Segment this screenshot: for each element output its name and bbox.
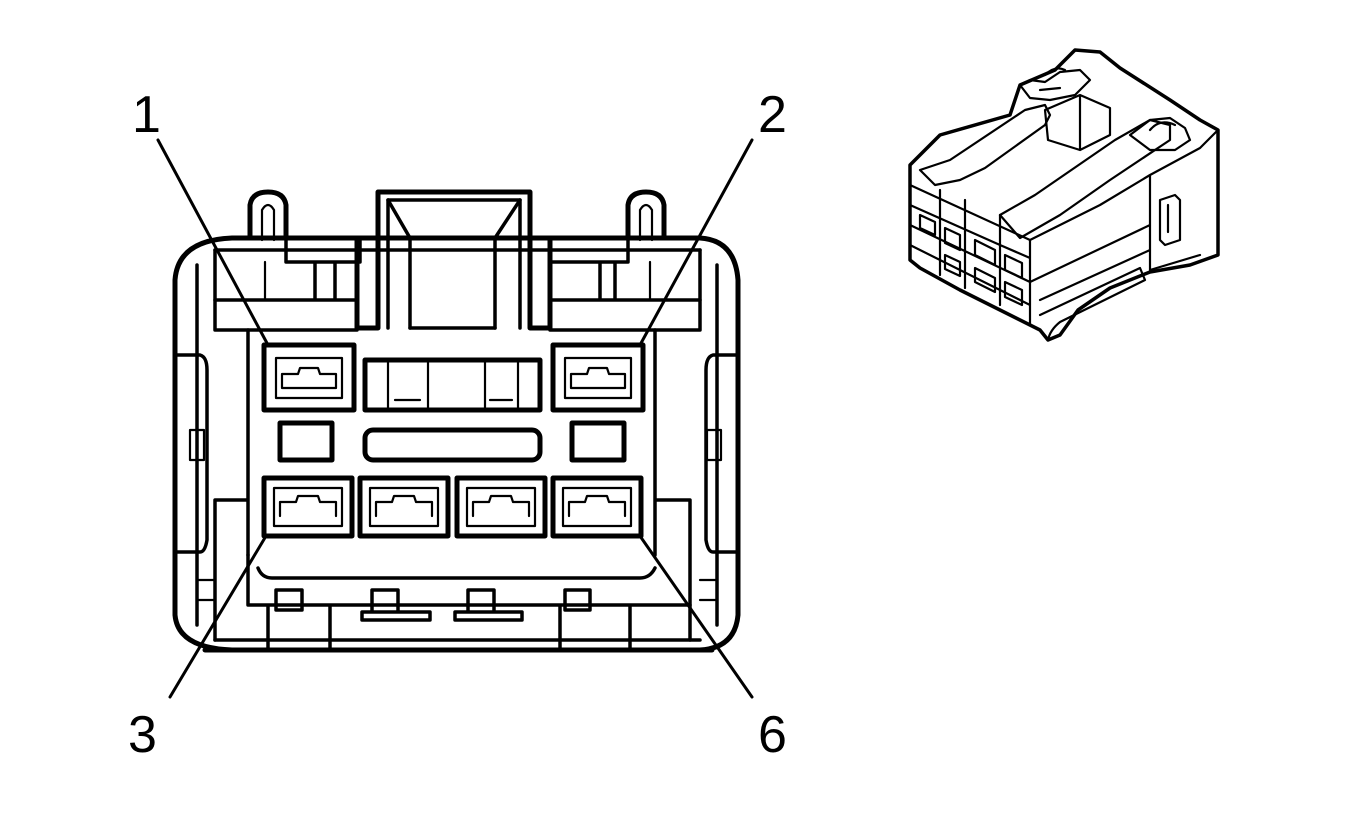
cavity-pin-1 bbox=[261, 342, 357, 413]
pin-label-6: 6 bbox=[758, 706, 787, 764]
bottom-teeth bbox=[274, 588, 592, 622]
cavity-pin-6 bbox=[550, 475, 644, 539]
bottom-corners bbox=[195, 578, 719, 602]
bottom-rail-lower bbox=[246, 553, 692, 652]
right-side-notch bbox=[705, 428, 723, 462]
pin-label-3: 3 bbox=[128, 706, 157, 764]
iso-bottom-rail bbox=[1038, 266, 1147, 342]
center-key-slot bbox=[362, 427, 543, 463]
iso-front-cavities bbox=[918, 213, 1024, 307]
cavity-pin-4 bbox=[357, 475, 451, 539]
right-latch-inner bbox=[638, 203, 654, 242]
left-latch-tab bbox=[247, 189, 289, 241]
leader-line-pin-6 bbox=[638, 534, 754, 699]
cavity-pin-2 bbox=[550, 342, 646, 413]
right-latch-tab bbox=[625, 189, 667, 241]
iso-latch-right bbox=[1128, 116, 1192, 152]
lock-lever-ramp bbox=[386, 198, 522, 330]
bottom-rail bbox=[256, 566, 657, 580]
upper-left-window bbox=[213, 236, 362, 302]
connector-isometric-view bbox=[908, 48, 1220, 342]
iso-top-left-rail bbox=[918, 103, 1052, 187]
inner-left-wall bbox=[213, 328, 250, 642]
upper-right-window bbox=[548, 236, 702, 302]
connector-face-view bbox=[172, 189, 741, 653]
lock-lever-outer bbox=[354, 189, 553, 331]
upper-inner-walls bbox=[213, 248, 702, 332]
iso-side-face bbox=[1028, 128, 1220, 302]
leader-line-pin-3 bbox=[168, 534, 268, 699]
iso-body-outline bbox=[908, 48, 1220, 342]
left-side-notch bbox=[188, 428, 206, 462]
left-key-block bbox=[277, 420, 335, 463]
iso-side-clip bbox=[1158, 193, 1182, 247]
right-key-block bbox=[569, 420, 627, 463]
inner-right-wall bbox=[653, 328, 692, 642]
housing-inner-wall bbox=[195, 248, 719, 642]
iso-top-right-rail bbox=[998, 118, 1172, 240]
pin-label-1: 1 bbox=[132, 86, 161, 144]
cavity-pin-5 bbox=[454, 475, 548, 539]
leader-line-pin-2 bbox=[638, 138, 754, 347]
lock-lever-inner bbox=[386, 198, 522, 330]
leader-line-pin-1 bbox=[156, 138, 270, 347]
iso-latch-left bbox=[1018, 67, 1092, 102]
cavity-pin-3 bbox=[261, 475, 355, 539]
iso-top-center-block bbox=[1043, 93, 1112, 152]
left-latch-inner bbox=[260, 203, 276, 242]
left-side-rib bbox=[173, 353, 209, 554]
iso-front-face bbox=[908, 183, 1032, 327]
center-upper-slot bbox=[362, 357, 543, 413]
pin-label-2: 2 bbox=[758, 86, 787, 144]
